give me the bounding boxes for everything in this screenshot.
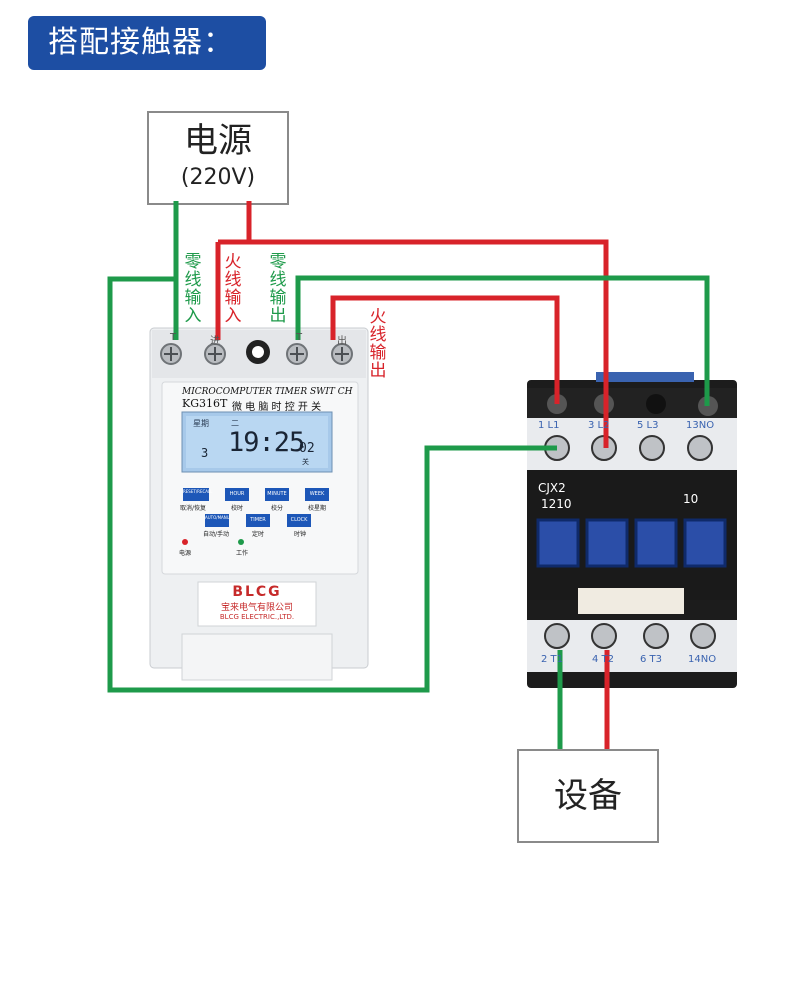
button-week-label: WEEK	[309, 491, 325, 497]
button-clock-label: CLOCK	[290, 517, 308, 523]
live-input-label: 火线输入	[224, 252, 242, 326]
brand-name-cn: 宝来电气有限公司	[220, 603, 293, 613]
button-reset-caption: 取消/恢复	[180, 505, 207, 512]
timer-button-timer	[246, 514, 270, 527]
contactor-terminal-bottom-2: 2 T1	[541, 654, 564, 665]
contactor-terminal-top-5: 5 L3	[637, 420, 659, 431]
timer-terminal-4	[331, 343, 353, 365]
device-box: 设备	[517, 749, 659, 843]
button-minute-caption: 校分	[271, 505, 284, 512]
button-week-caption: 校星期	[308, 505, 327, 512]
button-hour-label: HOUR	[229, 491, 245, 497]
button-timer-label: TIMER	[250, 517, 266, 523]
button-reset-label: RESET/RECALL	[183, 489, 213, 494]
button-clock-caption: 时钟	[294, 531, 307, 538]
terminal-mark-1: T	[170, 332, 177, 343]
lcd-seconds: 02	[299, 441, 315, 456]
power-source-label: 电源	[184, 121, 252, 161]
neutral-wire-output	[295, 275, 710, 406]
lcd-time: 19:25	[228, 427, 305, 458]
contactor-terminal-bottom-6: 6 T3	[640, 654, 663, 665]
timer-button-minute	[265, 488, 289, 501]
neutral-output-label: 零线输出	[269, 252, 287, 326]
terminal-mark-2: 进	[210, 336, 220, 347]
contactor-terminal-top-13: 13NO	[686, 420, 715, 431]
timer-model-cn: 微 电 脑 时 控 开 关	[232, 402, 322, 413]
live-wire-output	[330, 295, 560, 404]
lcd-mode: 3	[201, 446, 209, 460]
timer-button-clock	[287, 514, 311, 527]
live-wire-input	[246, 201, 609, 448]
contactor-model: CJX2	[538, 481, 566, 495]
timer-terminal-1	[160, 343, 182, 365]
button-hour-caption: 校时	[231, 505, 244, 512]
brand-name-en: BLCG ELECTRIC.,LTD.	[219, 613, 295, 621]
button-auto-caption: 自动/手动	[203, 531, 230, 538]
timer-button-hour	[225, 488, 249, 501]
button-timer-caption: 定时	[252, 531, 265, 538]
contactor-terminal-top-3: 3 L2	[588, 420, 610, 431]
device-label: 设备	[554, 776, 622, 816]
lcd-week-label: 星期	[193, 419, 209, 428]
timer-terminal-2	[204, 343, 226, 365]
live-output-label: 火线输出	[369, 307, 387, 381]
timer-switch	[149, 327, 369, 681]
contactor-code: 10	[683, 492, 699, 506]
work-led	[238, 539, 244, 545]
power-source-box: 电源 (220V)	[147, 111, 289, 205]
timer-model: KG316T	[182, 397, 228, 410]
button-auto-label: AUTO/MANU	[205, 515, 230, 520]
timer-button-auto	[205, 514, 229, 527]
power-voltage-label: (220V)	[180, 165, 256, 190]
power-led	[182, 539, 188, 545]
terminal-mark-3: T	[296, 332, 303, 343]
lcd-state: 关	[302, 458, 309, 466]
timer-button-week	[305, 488, 329, 501]
timer-adjust-knob	[246, 340, 270, 364]
neutral-input-label: 零线输入	[184, 252, 202, 326]
timer-terminal-3	[286, 343, 308, 365]
button-minute-label: MINUTE	[267, 491, 287, 497]
lcd-day: 二	[231, 419, 239, 428]
work-led-label: 工作	[236, 550, 249, 557]
terminal-mark-4: 出	[337, 336, 347, 347]
contactor-model-number: 1210	[541, 497, 572, 511]
page-title: 搭配接触器：	[28, 16, 266, 70]
brand-logo: BLCG	[232, 584, 282, 600]
contactor-terminal-bottom-4: 4 T2	[592, 654, 615, 665]
contactor-terminal-top-1: 1 L1	[538, 420, 560, 431]
contactor-terminal-bottom-14: 14NO	[688, 654, 717, 665]
power-led-label: 电源	[179, 550, 192, 557]
timer-button-reset	[183, 488, 209, 501]
timer-header: MICROCOMPUTER TIMER SWIT CH	[182, 387, 353, 397]
